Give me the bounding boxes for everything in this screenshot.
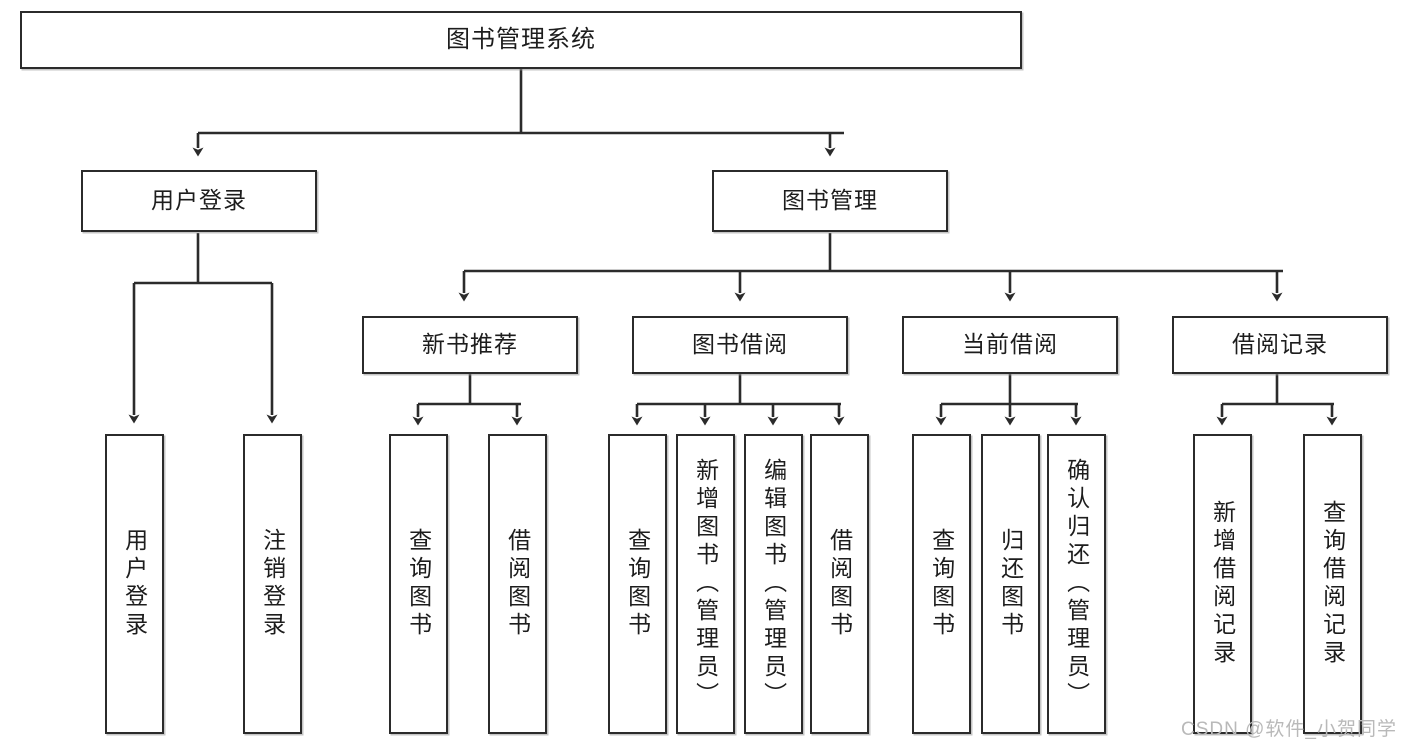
node-leaf-confirm-return-label: 确认归还（管理员） [1063,458,1090,710]
node-current-borrow[interactable]: 当前借阅 [902,316,1118,374]
node-leaf-query-book-1-label: 查询图书 [405,528,432,640]
node-book-manage[interactable]: 图书管理 [712,170,948,232]
node-leaf-query-book-3-label: 查询图书 [928,528,955,640]
node-leaf-borrow-book-2-label: 借阅图书 [826,528,853,640]
node-leaf-borrow-book-1[interactable]: 借阅图书 [488,434,547,734]
node-leaf-add-book[interactable]: 新增图书（管理员） [676,434,735,734]
node-leaf-edit-book[interactable]: 编辑图书（管理员） [744,434,803,734]
node-leaf-query-book-3[interactable]: 查询图书 [912,434,971,734]
node-leaf-return-book[interactable]: 归还图书 [981,434,1040,734]
node-new-book-rec[interactable]: 新书推荐 [362,316,578,374]
node-root-label: 图书管理系统 [446,25,596,53]
csdn-watermark: CSDN @软件_小贺同学 [1181,719,1397,740]
node-leaf-logout-label: 注销登录 [259,528,286,640]
node-leaf-user-login-label: 用户登录 [121,528,148,640]
node-current-borrow-label: 当前借阅 [962,331,1058,358]
node-leaf-query-book-2[interactable]: 查询图书 [608,434,667,734]
node-user-login[interactable]: 用户登录 [81,170,317,232]
node-root[interactable]: 图书管理系统 [20,11,1022,69]
node-leaf-return-book-label: 归还图书 [997,528,1024,640]
node-new-book-rec-label: 新书推荐 [422,331,518,358]
node-book-borrow[interactable]: 图书借阅 [632,316,848,374]
node-borrow-record[interactable]: 借阅记录 [1172,316,1388,374]
node-leaf-query-book-2-label: 查询图书 [624,528,651,640]
node-leaf-add-record[interactable]: 新增借阅记录 [1193,434,1252,734]
node-leaf-add-book-label: 新增图书（管理员） [692,458,719,710]
node-leaf-edit-book-label: 编辑图书（管理员） [760,458,787,710]
node-leaf-add-record-label: 新增借阅记录 [1209,500,1236,668]
node-leaf-query-record-label: 查询借阅记录 [1319,500,1346,668]
node-leaf-confirm-return[interactable]: 确认归还（管理员） [1047,434,1106,734]
node-book-manage-label: 图书管理 [782,187,878,214]
node-borrow-record-label: 借阅记录 [1232,331,1328,358]
node-leaf-query-record[interactable]: 查询借阅记录 [1303,434,1362,734]
node-leaf-logout[interactable]: 注销登录 [243,434,302,734]
node-leaf-borrow-book-1-label: 借阅图书 [504,528,531,640]
node-leaf-user-login[interactable]: 用户登录 [105,434,164,734]
node-user-login-label: 用户登录 [151,187,247,214]
node-leaf-query-book-1[interactable]: 查询图书 [389,434,448,734]
node-book-borrow-label: 图书借阅 [692,331,788,358]
node-leaf-borrow-book-2[interactable]: 借阅图书 [810,434,869,734]
